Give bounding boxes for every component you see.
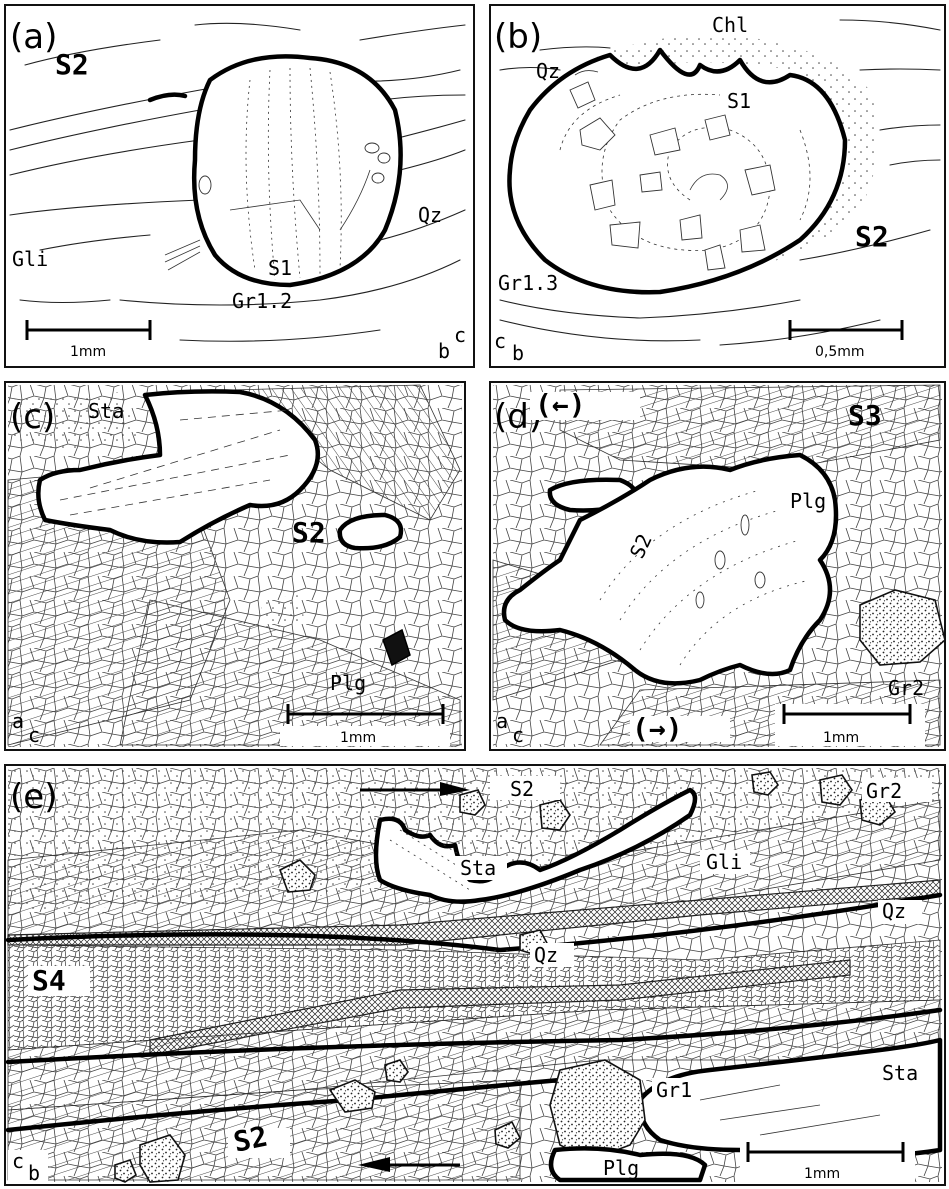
panel-b-label-grain: Gr1.3 <box>498 271 558 295</box>
panel-c: (c) Sta S2 Plg 1mm a c <box>5 382 465 750</box>
panel-b-letter: (b) <box>494 17 542 57</box>
panel-a-letter: (a) <box>10 17 57 57</box>
panel-d: (d) (←) S3 S2 Plg Gr2 (→) 1mm a c <box>490 382 945 750</box>
panel-a: (a) S2 S1 Qz Gli Gr1.2 1mm b c <box>5 5 474 367</box>
panel-e-letter: (e) <box>10 777 57 817</box>
panel-c-small-grain <box>340 515 401 548</box>
panel-d-shear-bottom: (→) <box>632 712 683 745</box>
panel-c-label-s2: S2 <box>292 516 326 549</box>
panel-b-scale-label: 0,5mm <box>815 344 865 360</box>
panel-e-scale-label: 1mm <box>804 1166 840 1182</box>
panel-a-scale-label: 1mm <box>70 344 106 360</box>
panel-b-label-s2: S2 <box>855 220 889 253</box>
panel-d-axis-right: c <box>512 723 524 747</box>
panel-e-garnet-gr1 <box>550 1060 645 1160</box>
panel-b: (b) Chl Qz S1 S2 Gr1.3 0,5mm c b <box>490 5 945 367</box>
panel-b-label-s1: S1 <box>727 89 751 113</box>
panel-e-label-qz-mid: Qz <box>534 943 558 967</box>
panel-d-axis-left: a <box>496 709 508 733</box>
panel-e-label-qz-right: Qz <box>882 899 906 923</box>
panel-c-label-plg: Plg <box>330 671 366 695</box>
panel-c-label-sta: Sta <box>88 399 124 423</box>
panel-a-label-s1: S1 <box>268 256 292 280</box>
panel-a-label-gli: Gli <box>12 247 48 271</box>
panel-e-label-sta-top: Sta <box>460 856 496 880</box>
panel-b-axis-right: b <box>512 341 524 365</box>
panel-c-axis-left: a <box>12 709 24 733</box>
panel-b-label-qz: Qz <box>536 59 560 83</box>
panel-d-label-plg: Plg <box>790 489 826 513</box>
panel-e: (e) S2 Gr2 Sta Gli Qz Qz S4 Gr1 Sta S2 P… <box>5 765 945 1185</box>
panel-b-axis-left: c <box>494 329 506 353</box>
panel-d-shear-top: (←) <box>535 388 586 421</box>
panel-a-label-grain: Gr1.2 <box>232 289 292 313</box>
panel-c-scale-label: 1mm <box>340 730 376 746</box>
panel-d-label-s3: S3 <box>848 399 882 432</box>
panel-a-axis-right: c <box>454 323 466 347</box>
panel-c-letter: (c) <box>10 397 55 437</box>
panel-d-label-gr2: Gr2 <box>888 676 924 700</box>
panel-e-label-plg: Plg <box>603 1156 639 1180</box>
panel-c-axis-right: c <box>28 723 40 747</box>
panel-d-scale-label: 1mm <box>823 730 859 746</box>
panel-e-label-s4: S4 <box>32 964 66 997</box>
panel-b-label-chl: Chl <box>712 13 748 37</box>
panel-e-label-gli: Gli <box>706 850 742 874</box>
panel-a-label-qz: Qz <box>418 203 442 227</box>
panel-e-label-sta-right: Sta <box>882 1061 918 1085</box>
panel-e-label-s2-bottom: S2 <box>231 1120 271 1159</box>
panel-e-label-s2-top: S2 <box>510 777 534 801</box>
panel-e-label-gr1: Gr1 <box>656 1078 692 1102</box>
panel-a-axis-left: b <box>438 339 450 363</box>
panel-e-axis-left: c <box>12 1149 24 1173</box>
panel-c-dotted-grain <box>260 595 305 628</box>
panel-a-label-s2: S2 <box>55 48 89 81</box>
panel-e-label-gr2: Gr2 <box>866 779 902 803</box>
panel-e-axis-right: b <box>28 1161 40 1185</box>
